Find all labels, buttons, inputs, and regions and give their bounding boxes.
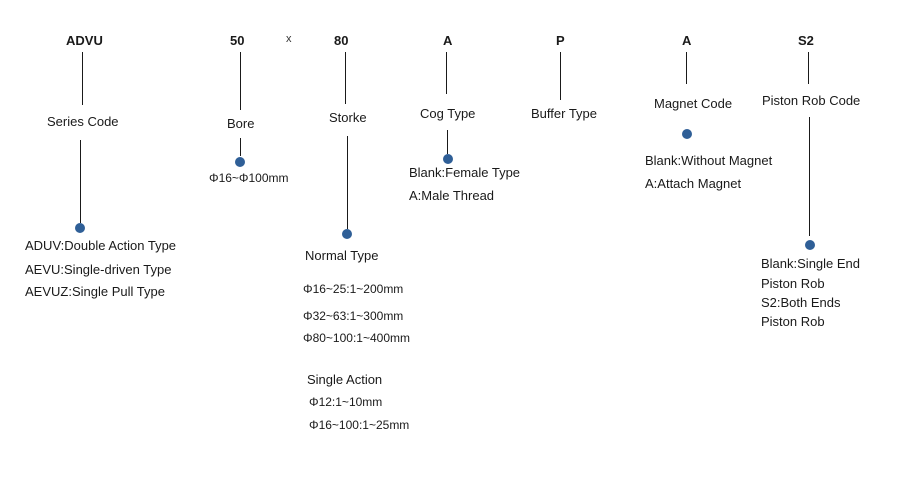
piston-rod-code: S2 xyxy=(798,33,814,48)
stroke-normal-range: Φ80~100:1~400mm xyxy=(303,331,410,345)
times-sign: x xyxy=(286,33,292,45)
stroke-single-range: Φ12:1~10mm xyxy=(309,395,383,409)
stroke-normal-range: Φ16~25:1~200mm xyxy=(303,282,404,296)
magnet-option: A:Attach Magnet xyxy=(645,176,742,191)
cog-label: Cog Type xyxy=(420,106,476,121)
buffer-label: Buffer Type xyxy=(531,106,598,121)
magnet-connector xyxy=(686,52,687,84)
magnet-label: Magnet Code xyxy=(654,96,733,111)
bore-range: Φ16~Φ100mm xyxy=(209,171,289,185)
series-option: AEVUZ:Single Pull Type xyxy=(25,284,165,299)
stroke-dot xyxy=(342,229,352,239)
cog-dot xyxy=(443,154,453,164)
piston-rod-option: Blank:Single End xyxy=(761,256,861,271)
piston-rod-dot xyxy=(805,240,815,250)
cog-code: A xyxy=(443,33,453,48)
piston-rod-option: Piston Rob xyxy=(761,276,825,291)
magnet-option: Blank:Without Magnet xyxy=(645,153,773,168)
stroke-single-title: Single Action xyxy=(307,372,383,387)
stroke-single-range: Φ16~100:1~25mm xyxy=(309,418,410,432)
cog-option: A:Male Thread xyxy=(409,188,495,203)
cog-connector-bottom xyxy=(447,130,448,154)
series-code: ADVU xyxy=(66,33,103,48)
stroke-code: 80 xyxy=(334,33,349,48)
cog-option: Blank:Female Type xyxy=(409,165,521,180)
series-connector-bottom xyxy=(80,140,81,223)
stroke-label: Storke xyxy=(329,110,367,125)
magnet-code: A xyxy=(682,33,692,48)
bore-connector-bottom xyxy=(240,138,241,156)
bore-code: 50 xyxy=(230,33,245,48)
buffer-code: P xyxy=(556,33,565,48)
piston-rod-option: Piston Rob xyxy=(761,314,825,329)
piston-rod-connector-top xyxy=(808,52,809,84)
cog-connector-top xyxy=(446,52,447,94)
stroke-normal-range: Φ32~63:1~300mm xyxy=(303,309,404,323)
series-label: Series Code xyxy=(47,114,119,129)
stroke-connector-top xyxy=(345,52,346,104)
series-option: AEVU:Single-driven Type xyxy=(25,262,172,277)
piston-rod-option: S2:Both Ends xyxy=(761,295,841,310)
series-connector-top xyxy=(82,52,83,105)
series-option: ADUV:Double Action Type xyxy=(25,238,177,253)
bore-label: Bore xyxy=(227,116,255,131)
bore-connector-top xyxy=(240,52,241,110)
buffer-connector xyxy=(560,52,561,100)
piston-rod-label: Piston Rob Code xyxy=(762,93,861,108)
bore-dot xyxy=(235,157,245,167)
series-dot xyxy=(75,223,85,233)
stroke-normal-title: Normal Type xyxy=(305,248,379,263)
stroke-connector-bottom xyxy=(347,136,348,229)
piston-rod-connector-bottom xyxy=(809,117,810,236)
magnet-dot xyxy=(682,129,692,139)
